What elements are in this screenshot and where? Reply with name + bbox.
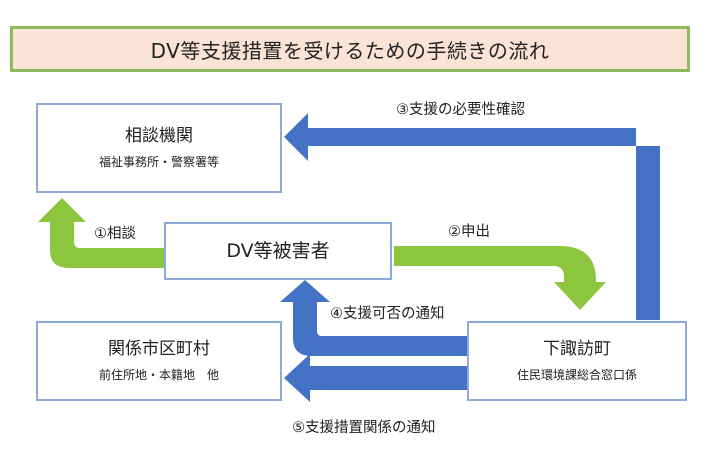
consult-title: 相談機関 <box>125 126 193 147</box>
arrow-request <box>394 246 606 310</box>
municipality-subtitle: 前住所地・本籍地 他 <box>98 367 219 382</box>
arrow-consult <box>38 198 165 268</box>
victim-title: DV等被害者 <box>226 239 330 262</box>
label-request: ②申出 <box>448 224 490 240</box>
node-related-municipality: 関係市区町村 前住所地・本籍地 他 <box>36 321 282 401</box>
consult-subtitle: 福祉事務所・警察署等 <box>98 154 219 169</box>
node-consultation-agency: 相談機関 福祉事務所・警察署等 <box>36 103 282 193</box>
title-text: DV等支援措置を受けるための手続きの流れ <box>150 38 550 63</box>
label-support-notice: ⑤支援措置関係の通知 <box>292 420 436 436</box>
node-dv-victim: DV等被害者 <box>164 222 392 280</box>
arrow-support-notice <box>284 354 468 402</box>
arrow-support-result <box>280 280 468 356</box>
label-support-result: ④支援可否の通知 <box>330 306 445 322</box>
page-title: DV等支援措置を受けるための手続きの流れ <box>10 26 690 72</box>
municipality-title: 関係市区町村 <box>108 339 210 360</box>
label-consult: ①相談 <box>94 226 136 242</box>
label-confirm-need: ③支援の必要性確認 <box>396 102 525 118</box>
shimosuwa-title: 下諏訪町 <box>543 339 611 360</box>
arrow-confirm-need <box>284 113 660 320</box>
node-shimosuwa-town: 下諏訪町 住民環境課総合窓口係 <box>467 321 687 401</box>
shimosuwa-subtitle: 住民環境課総合窓口係 <box>516 367 637 382</box>
